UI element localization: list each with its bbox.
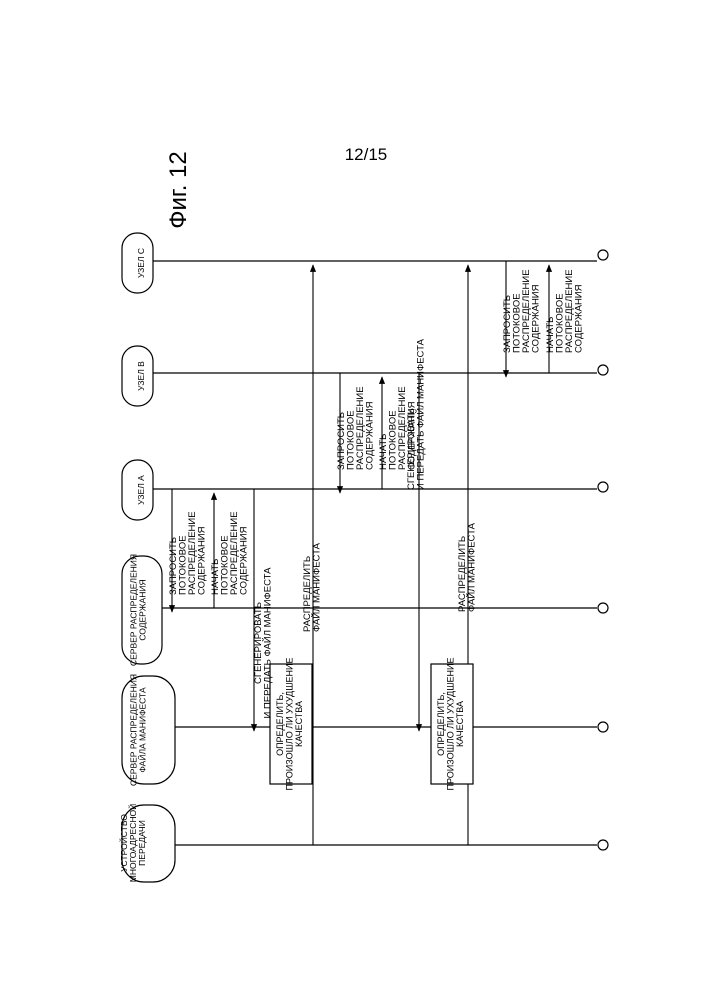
lifeline-header-label-line: УЗЕЛ В bbox=[136, 361, 146, 391]
label-b-request: ЗАПРОСИТЬПОТОКОВОЕРАСПРЕДЕЛЕНИЕСОДЕРЖАНИ… bbox=[336, 386, 376, 470]
label-decision-2-line: ОПРЕДЕЛИТЬ, bbox=[436, 692, 446, 756]
lifeline-header-label: УЗЕЛ А bbox=[136, 475, 146, 505]
label-decision-1-line: ПРОИЗОШЛО ЛИ УХУДШЕНИЕ bbox=[285, 658, 295, 791]
label-gen1-line: И ПЕРЕДАТЬ ФАЙЛ МАНИФЕСТА bbox=[262, 567, 274, 719]
lifeline-header-label-line: СОДЕРЖАНИЯ bbox=[138, 579, 148, 640]
label-decision-1-line: КАЧЕСТВА bbox=[294, 701, 304, 747]
label-c-request-line: СОДЕРЖАНИЯ bbox=[531, 284, 542, 353]
label-gen2-line: И ПЕРЕДАТЬ ФАЙЛ МАНИФЕСТА bbox=[415, 338, 427, 490]
message-labels: ЗАПРОСИТЬПОТОКОВОЕРАСПРЕДЕЛЕНИЕСОДЕРЖАНИ… bbox=[168, 269, 585, 718]
label-decision-2-line: КАЧЕСТВА bbox=[455, 701, 465, 747]
lifeline-end-circles bbox=[598, 250, 608, 850]
end-circle-multicast bbox=[598, 840, 608, 850]
end-circle-node-a bbox=[598, 482, 608, 492]
label-c-start-line: СОДЕРЖАНИЯ bbox=[574, 284, 585, 353]
label-c-request: ЗАПРОСИТЬПОТОКОВОЕРАСПРЕДЕЛЕНИЕСОДЕРЖАНИ… bbox=[502, 269, 542, 353]
label-a-start: НАЧАТЬПОТОКОВОЕРАСПРЕДЕЛЕНИЕСОДЕРЖАНИЯ bbox=[210, 511, 250, 595]
page-number: 12/15 bbox=[345, 145, 388, 164]
label-a-request: ЗАПРОСИТЬПОТОКОВОЕРАСПРЕДЕЛЕНИЕСОДЕРЖАНИ… bbox=[168, 511, 208, 595]
lifeline-header-label-line: ПЕРЕДАЧИ bbox=[137, 820, 147, 866]
label-gen2: СГЕНЕРИРОВАТЬИ ПЕРЕДАТЬ ФАЙЛ МАНИФЕСТА bbox=[406, 338, 427, 490]
label-c-start: НАЧАТЬПОТОКОВОЕРАСПРЕДЕЛЕНИЕСОДЕРЖАНИЯ bbox=[545, 269, 585, 353]
label-a-start-line: СОДЕРЖАНИЯ bbox=[239, 526, 250, 595]
end-circle-content-server bbox=[598, 603, 608, 613]
lifeline-header-label-line: УЗЕЛ А bbox=[136, 475, 146, 505]
label-dist2-line: ФАЙЛ МАНИФЕСТА bbox=[466, 522, 478, 612]
label-decision-2-line: ПРОИЗОШЛО ЛИ УХУДШЕНИЕ bbox=[446, 658, 456, 791]
lifeline-header-label: УЗЕЛ С bbox=[136, 248, 146, 278]
lifeline-header-label: СЕРВЕР РАСПРЕДЕЛЕНИЯФАЙЛА МАНИФЕСТА bbox=[129, 674, 148, 786]
lifeline-headers: УСТРОЙСТВОМНОГОАДРЕСНОЙПЕРЕДАЧИСЕРВЕР РА… bbox=[118, 233, 175, 882]
label-b-request-line: СОДЕРЖАНИЯ bbox=[365, 401, 376, 470]
lifeline-header-label-line: ФАЙЛА МАНИФЕСТА bbox=[137, 687, 148, 773]
label-dist2: РАСПРЕДЕЛИТЬФАЙЛ МАНИФЕСТА bbox=[457, 522, 478, 612]
label-gen1: СГЕНЕРИРОВАТЬИ ПЕРЕДАТЬ ФАЙЛ МАНИФЕСТА bbox=[253, 567, 274, 719]
lifeline-header-label: УЗЕЛ В bbox=[136, 361, 146, 391]
end-circle-manifest-server bbox=[598, 722, 608, 732]
lifeline-header-label-line: УЗЕЛ С bbox=[136, 248, 146, 278]
label-decision-1-line: ОПРЕДЕЛИТЬ, bbox=[275, 692, 285, 756]
label-dist1-line: ФАЙЛ МАНИФЕСТА bbox=[311, 542, 323, 632]
end-circle-node-b bbox=[598, 365, 608, 375]
end-circle-node-c bbox=[598, 250, 608, 260]
label-a-request-line: СОДЕРЖАНИЯ bbox=[197, 526, 208, 595]
label-dist1: РАСПРЕДЕЛИТЬФАЙЛ МАНИФЕСТА bbox=[302, 542, 323, 632]
figure-title: Фиг. 12 bbox=[165, 151, 192, 229]
